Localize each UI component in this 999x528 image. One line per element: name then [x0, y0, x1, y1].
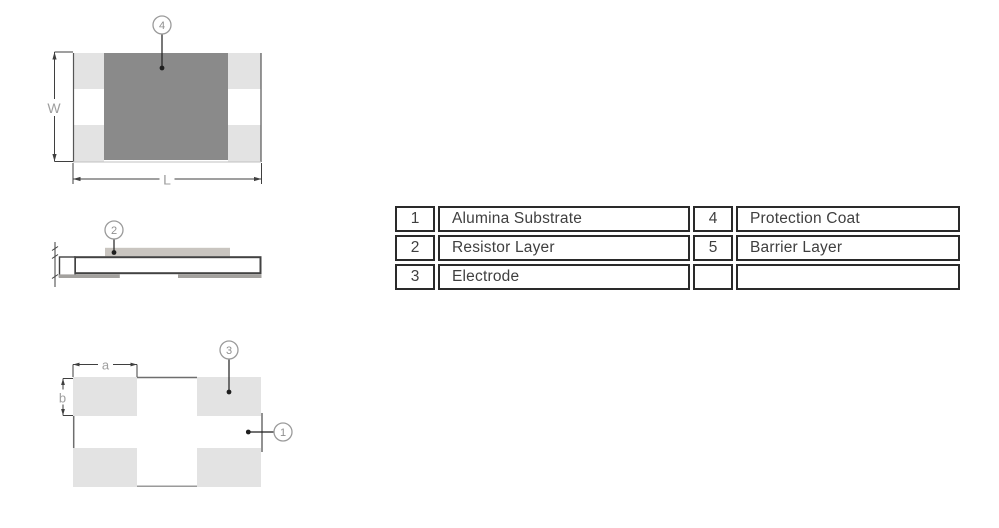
a-dim-label: a — [102, 358, 110, 373]
b-arrow-top — [61, 378, 65, 385]
legend-table-container: 1 Alumina Substrate 4 Protection Coat 2 … — [392, 203, 963, 293]
thickness-tick-2 — [51, 254, 59, 259]
legend-label-cell: Barrier Layer — [736, 235, 960, 261]
resistor-layer-rect — [105, 247, 230, 257]
b-dim-label: b — [59, 391, 66, 406]
callout-2-circle — [104, 220, 124, 240]
top-view-left-pad-lower — [73, 125, 104, 162]
legend-number-cell: 2 — [395, 235, 435, 261]
a-arrow-left — [73, 362, 80, 367]
legend-number-cell: 3 — [395, 264, 435, 290]
legend-label-cell: Electrode — [438, 264, 690, 290]
legend-label-cell: Alumina Substrate — [438, 206, 690, 232]
legend-row: 3 Electrode — [395, 264, 960, 290]
legend-table: 1 Alumina Substrate 4 Protection Coat 2 … — [392, 203, 963, 293]
callout-4-circle — [152, 15, 172, 35]
thickness-tick-1 — [51, 246, 59, 251]
bottom-electrode-right — [178, 274, 262, 278]
l-label-mask — [159, 170, 175, 188]
legend-row: 1 Alumina Substrate 4 Protection Coat — [395, 206, 960, 232]
w-arrow-top — [52, 52, 57, 60]
bottom-view-pad-bottom-left — [73, 448, 137, 487]
legend-row: 2 Resistor Layer 5 Barrier Layer — [395, 235, 960, 261]
callout-4-number: 4 — [159, 20, 165, 32]
legend-number-cell — [693, 264, 733, 290]
a-label-mask — [98, 356, 113, 372]
w-dim-label: W — [47, 100, 61, 116]
a-arrow-right — [130, 362, 137, 367]
b-arrow-bottom — [61, 409, 65, 416]
thickness-tick-3 — [51, 274, 59, 279]
callout-1-number: 1 — [280, 427, 286, 439]
callout-1-dot — [245, 429, 251, 435]
callout-4-dot — [159, 65, 165, 71]
callout-3-number: 3 — [226, 345, 232, 357]
top-view: 4 W L — [46, 15, 262, 188]
substrate-body — [74, 256, 262, 275]
legend-number-cell: 4 — [693, 206, 733, 232]
l-arrow-left — [73, 176, 81, 182]
bottom-view-pad-top-left — [73, 377, 137, 416]
callout-1-circle — [273, 422, 293, 442]
bottom-view-pad-bottom-right — [197, 448, 261, 487]
top-view-left-pad-upper — [73, 53, 104, 89]
w-arrow-bottom — [52, 154, 57, 162]
callout-2-number: 2 — [111, 225, 117, 237]
l-arrow-right — [254, 176, 262, 182]
callout-2-dot — [111, 250, 117, 255]
top-view-right-pad-upper — [228, 53, 261, 89]
chip-resistor-construction-diagram: 4 W L — [46, 15, 293, 487]
legend-number-cell: 1 — [395, 206, 435, 232]
legend-label-cell: Protection Coat — [736, 206, 960, 232]
top-view-right-pad-lower — [228, 125, 261, 162]
protection-coat-rect — [104, 53, 228, 160]
bottom-electrode-left — [58, 274, 120, 278]
callout-3-circle — [219, 340, 239, 360]
legend-label-cell: Resistor Layer — [438, 235, 690, 261]
w-label-mask — [46, 99, 63, 116]
left-terminal-cap — [58, 256, 76, 278]
legend-number-cell: 5 — [693, 235, 733, 261]
side-view: 2 — [51, 220, 262, 287]
b-label-mask — [55, 389, 70, 405]
legend-label-cell — [736, 264, 960, 290]
bottom-view: a b 3 1 — [55, 340, 293, 487]
l-dim-label: L — [163, 172, 171, 188]
callout-3-dot — [226, 389, 232, 395]
